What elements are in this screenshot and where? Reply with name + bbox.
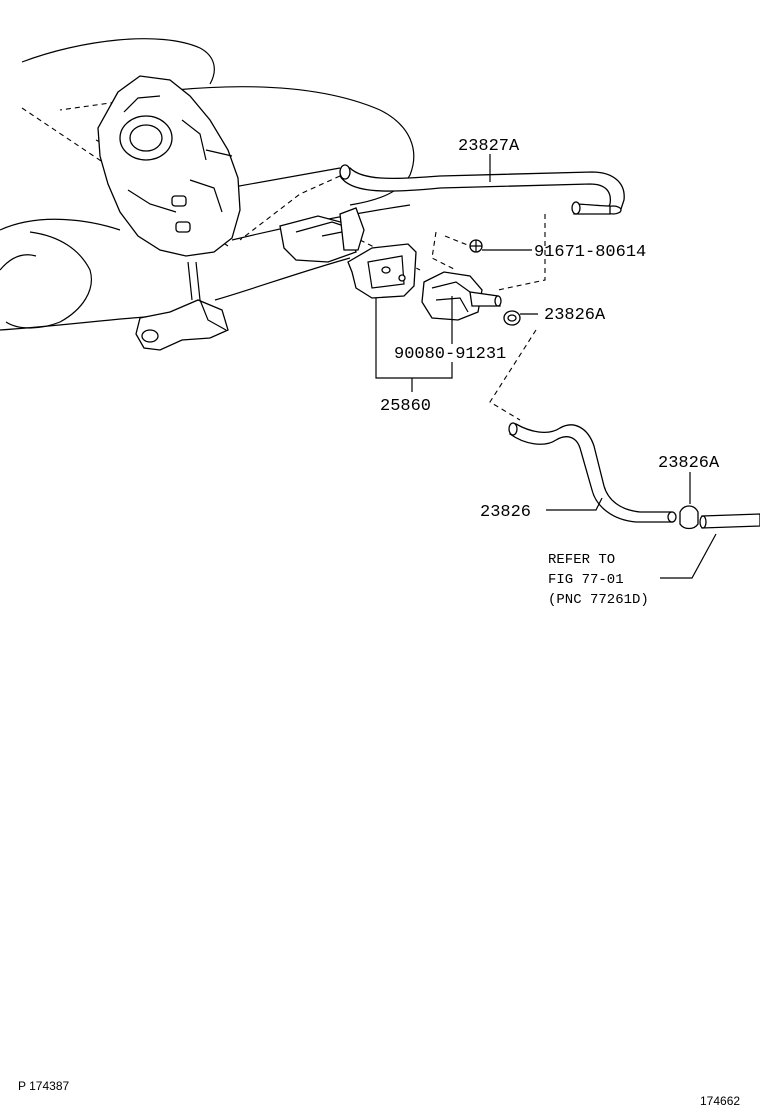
vsv-valve bbox=[421, 271, 502, 321]
footer-left-id: P 174387 bbox=[18, 1079, 69, 1093]
hose-23826 bbox=[508, 422, 677, 523]
callout-clamp-upper: 23826A bbox=[544, 306, 606, 325]
callout-hose-top: 23827A bbox=[458, 137, 520, 156]
hose-23827a bbox=[339, 164, 625, 215]
reference-note-line2: FIG 77-01 bbox=[548, 572, 624, 588]
pipe-right bbox=[699, 513, 760, 529]
bracket-plate bbox=[279, 207, 365, 263]
bolt-91671 bbox=[469, 239, 483, 253]
guide-bolt-to-label bbox=[444, 235, 471, 247]
callout-vsv-assembly: 25860 bbox=[380, 397, 431, 416]
reference-note-line3: (PNC 77261D) bbox=[548, 592, 649, 608]
clamp-lower bbox=[679, 505, 699, 530]
lower-mount bbox=[135, 299, 229, 351]
guide-hose-to-vsv bbox=[497, 214, 546, 291]
callout-clamp-lower: 23826A bbox=[658, 454, 720, 473]
guide-bolt bbox=[431, 231, 457, 271]
reference-note-line1: REFER TO bbox=[548, 552, 615, 568]
callout-bolt: 91671-80614 bbox=[534, 243, 646, 262]
footer-right-id: 174662 bbox=[700, 1094, 740, 1108]
vsv-bracket bbox=[347, 243, 417, 299]
guide-hose-to-intake bbox=[239, 175, 341, 241]
engine-intake-outline bbox=[0, 38, 415, 351]
leader-lines bbox=[375, 154, 717, 579]
guide-vsv-to-lower-hose bbox=[489, 329, 537, 421]
callout-hose-lower: 23826 bbox=[480, 503, 531, 522]
throttle-body bbox=[97, 75, 241, 301]
clamp-upper bbox=[503, 310, 521, 326]
callout-screw: 90080-91231 bbox=[394, 345, 506, 364]
